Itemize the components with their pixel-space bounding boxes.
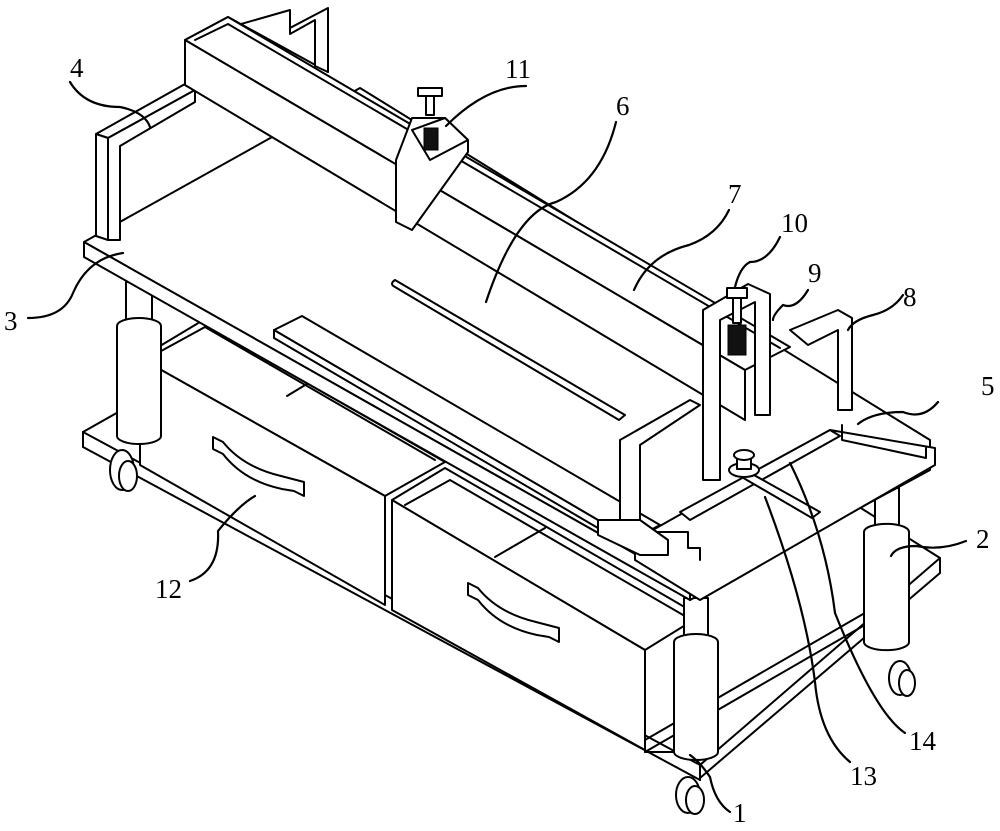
label-8: 8 [903,282,917,312]
label-13: 13 [850,761,877,791]
lifting-leg-left [116,281,162,445]
label-4: 4 [70,53,84,83]
drawer-cabinet-right[interactable] [391,467,701,751]
label-5: 5 [981,371,995,401]
label-9: 9 [808,258,822,288]
label-6: 6 [616,91,630,121]
clamping-block[interactable] [395,87,469,231]
label-3: 3 [4,306,18,336]
label-14: 14 [909,726,937,756]
locking-knob[interactable] [728,449,760,478]
clamp-frame[interactable] [702,283,771,481]
drawer-handle-icon [212,436,305,497]
guide-slot [391,279,626,421]
caster-wheels [109,449,916,815]
caster-right [888,660,916,697]
caster-front-left [109,449,138,492]
label-2: 2 [976,524,990,554]
label-10: 10 [781,208,808,238]
lifting-leg-front [673,597,719,761]
leader-lines [26,80,968,814]
label-7: 7 [728,179,742,209]
label-1: 1 [733,798,747,828]
label-11: 11 [505,54,531,84]
drawer-handle-icon [467,582,560,643]
right-support-frame [789,309,853,411]
caster-front-center [675,776,705,815]
front-bracket-frame [597,399,701,556]
lifting-leg-right [863,487,910,652]
label-12: 12 [155,574,182,604]
